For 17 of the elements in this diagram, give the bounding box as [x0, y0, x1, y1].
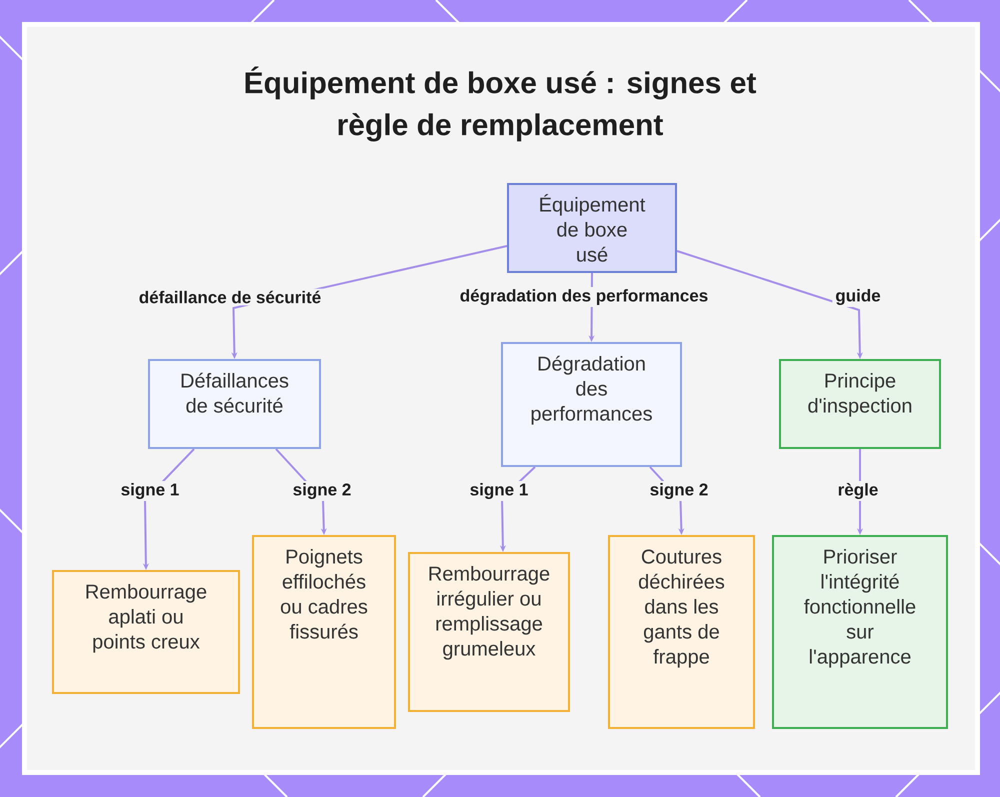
sign-box: Poignets effilochés ou cadres fissurés [252, 535, 396, 729]
sign-box: Coutures déchirées dans les gants de frappe [608, 535, 755, 729]
category-box: Dégradation des performances [501, 342, 682, 467]
edge-label: dégradation des performances [456, 286, 712, 308]
category-box: Principe d'inspection [779, 359, 941, 449]
edge-label: guide [832, 287, 884, 307]
edge-label: signe 1 [118, 481, 182, 501]
edge-label: signe 2 [646, 481, 712, 501]
edge-label: défaillance de sécurité [136, 288, 324, 306]
category-box: Défaillances de sécurité [148, 359, 321, 449]
sign-box: Rembourrage irrégulier ou remplissage grumeleux [408, 552, 570, 712]
title: Équipement de boxe usé : signes et règle de remplacement [246, 66, 756, 142]
edge-label: règle [834, 480, 882, 502]
sign-box: Rembourrage aplati ou points creux [52, 570, 240, 694]
edge-label: signe 1 [466, 481, 532, 501]
edge-label: signe 2 [290, 481, 354, 501]
root-box: Équipement de boxe usé [507, 183, 677, 273]
